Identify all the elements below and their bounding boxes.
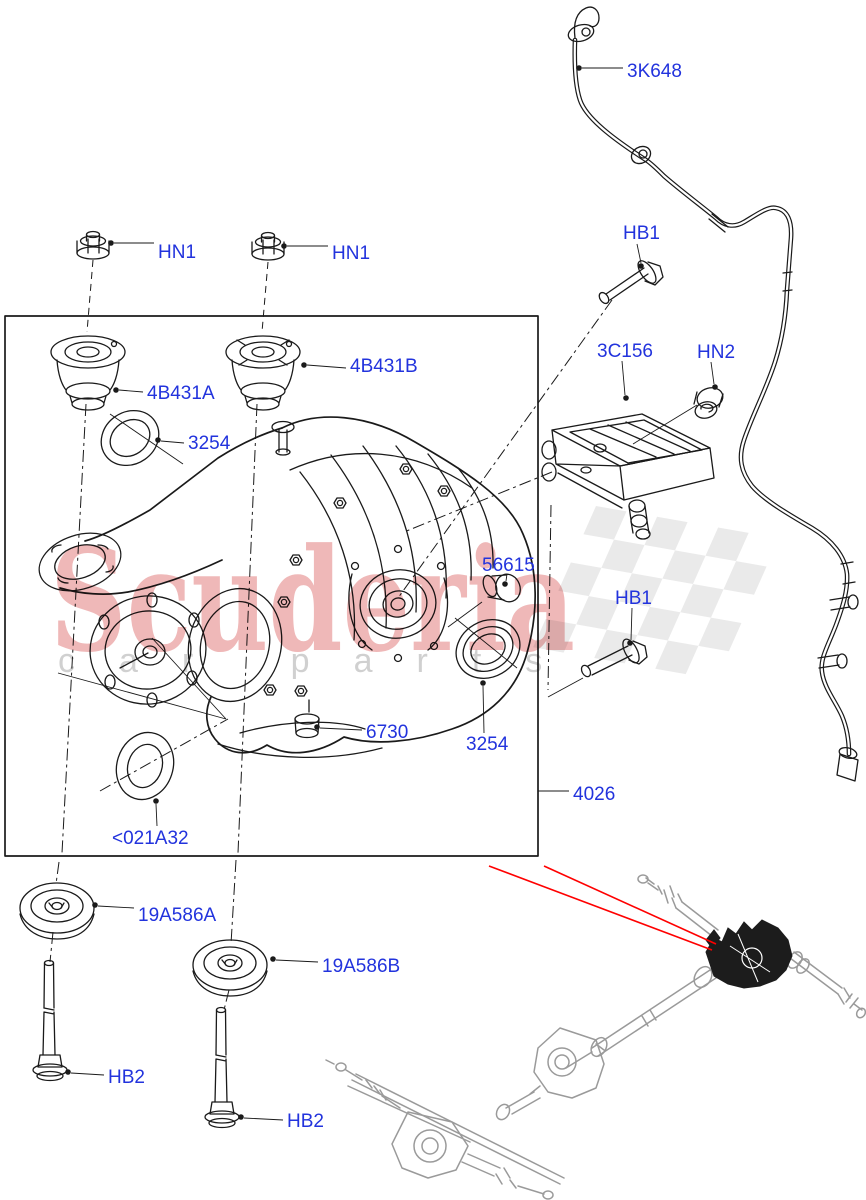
checkered-flag-watermark: [533, 506, 767, 675]
mount-bushing-4b431b: [225, 335, 301, 411]
flange-nut-hn1-left: [76, 230, 110, 260]
leader-lines: [65, 65, 718, 1121]
part-label-19A586A[interactable]: 19A586A: [138, 905, 217, 926]
plug-56615-drawing: [482, 573, 521, 603]
part-label-HN2[interactable]: HN2: [697, 342, 735, 363]
seal-3254-top: [100, 409, 160, 467]
part-label-56615[interactable]: 56615: [482, 555, 535, 576]
bolt-hb2-right-drawing: [204, 1006, 240, 1129]
washer-19a586a-drawing: [19, 882, 95, 940]
part-label-021A32[interactable]: <021A32: [112, 828, 189, 849]
bolt-hb1-side-drawing: [580, 638, 648, 678]
bolt-hb1-top-drawing: [598, 260, 664, 305]
flange-nut-hn1-right: [251, 231, 285, 261]
watermark-brand: Scuderia: [50, 518, 575, 684]
part-label-HN1-left[interactable]: HN1: [158, 242, 196, 263]
part-label-4B431B[interactable]: 4B431B: [350, 356, 418, 377]
part-label-4026[interactable]: 4026: [573, 784, 615, 805]
part-label-3254-top[interactable]: 3254: [188, 433, 231, 454]
washer-19a586b-drawing: [192, 939, 268, 997]
part-label-HB1-side[interactable]: HB1: [615, 588, 652, 609]
breather-tube-drawing: [567, 6, 859, 782]
part-label-3C156[interactable]: 3C156: [597, 341, 653, 362]
part-label-HB2-left[interactable]: HB2: [108, 1067, 145, 1088]
nut-hn2-drawing: [693, 387, 724, 419]
bolt-hb2-left-drawing: [32, 959, 68, 1082]
assembly-box-outline: [4, 315, 539, 857]
mount-bushing-4b431a: [50, 335, 126, 411]
part-label-3254-side[interactable]: 3254: [466, 734, 509, 755]
locator-pointer-lines: [488, 865, 717, 951]
bracket-3c156-drawing: [541, 413, 715, 540]
differential-housing-drawing: [38, 416, 536, 759]
part-label-HB2-right[interactable]: HB2: [287, 1111, 324, 1132]
part-label-19A586B[interactable]: 19A586B: [322, 956, 400, 977]
drivetrain-locator-drawing: [325, 874, 866, 1200]
part-label-3K648[interactable]: 3K648: [627, 61, 682, 82]
part-label-HN1-right[interactable]: HN1: [332, 243, 370, 264]
seal-021a32: [115, 731, 175, 801]
part-labels: 3K648 HN1 HN1 HB1 3C156 HN2 4B431A 4B431…: [108, 61, 735, 1132]
part-label-HB1-top[interactable]: HB1: [623, 223, 660, 244]
part-label-6730[interactable]: 6730: [366, 722, 408, 743]
seal-3254-side: [455, 619, 521, 679]
part-label-4B431A[interactable]: 4B431A: [147, 383, 215, 404]
